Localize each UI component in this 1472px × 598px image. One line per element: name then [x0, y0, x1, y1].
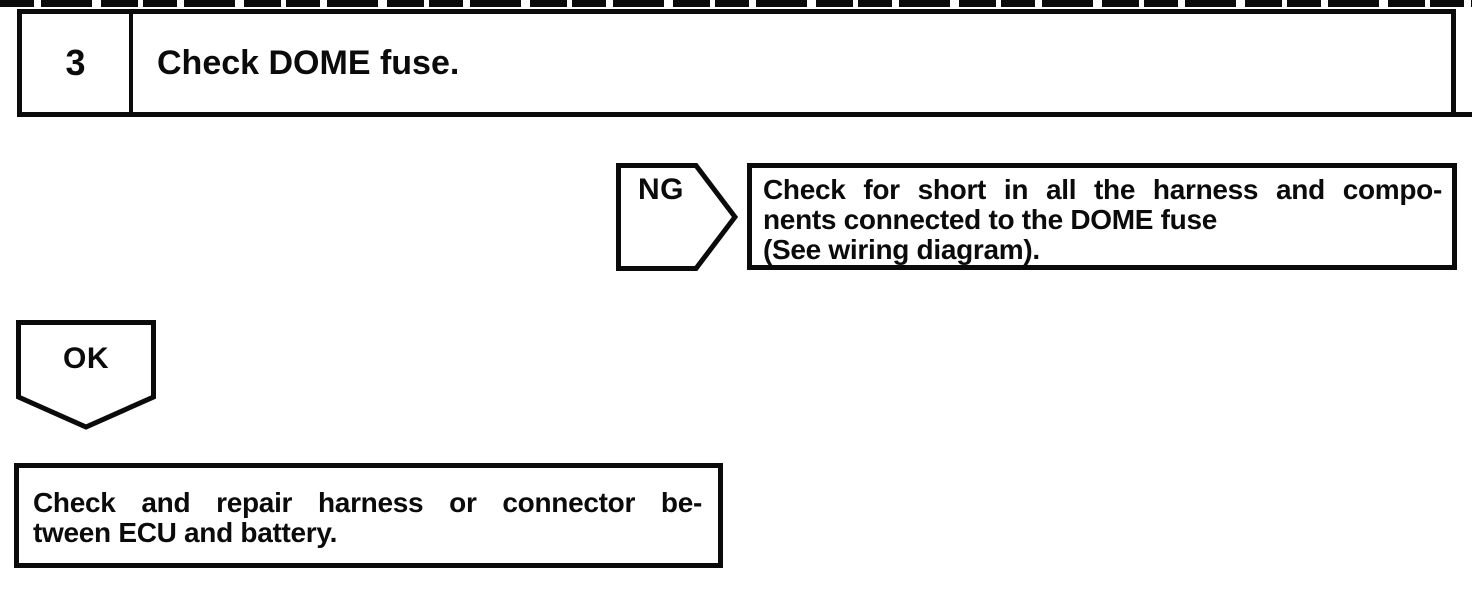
ng-pentagon-arrow-icon	[616, 163, 738, 271]
ok-pentagon-arrow-icon	[16, 320, 156, 430]
scan-artifact-top-edge	[0, 0, 1472, 7]
step-box: 3 Check DOME fuse.	[17, 9, 1456, 117]
ng-connector: NG	[616, 163, 738, 271]
ok-result-line: Check and repair harness or connector be…	[33, 487, 702, 518]
step-number: 3	[22, 14, 133, 112]
ok-result-box: Check and repair harness or connector be…	[14, 463, 723, 568]
ok-label: OK	[63, 342, 109, 375]
ng-label: NG	[638, 173, 684, 206]
ok-result-line: tween ECU and battery.	[33, 517, 338, 548]
ng-result-line: (See wiring diagram).	[763, 234, 1040, 265]
ng-result-box: Check for short in all the harness and c…	[747, 163, 1457, 270]
step-instruction: Check DOME fuse.	[157, 43, 460, 82]
ng-result-line: Check for short in all the harness and c…	[763, 174, 1442, 205]
ng-result-line: nents connected to the DOME fuse	[763, 204, 1217, 235]
ok-connector: OK	[16, 320, 156, 430]
